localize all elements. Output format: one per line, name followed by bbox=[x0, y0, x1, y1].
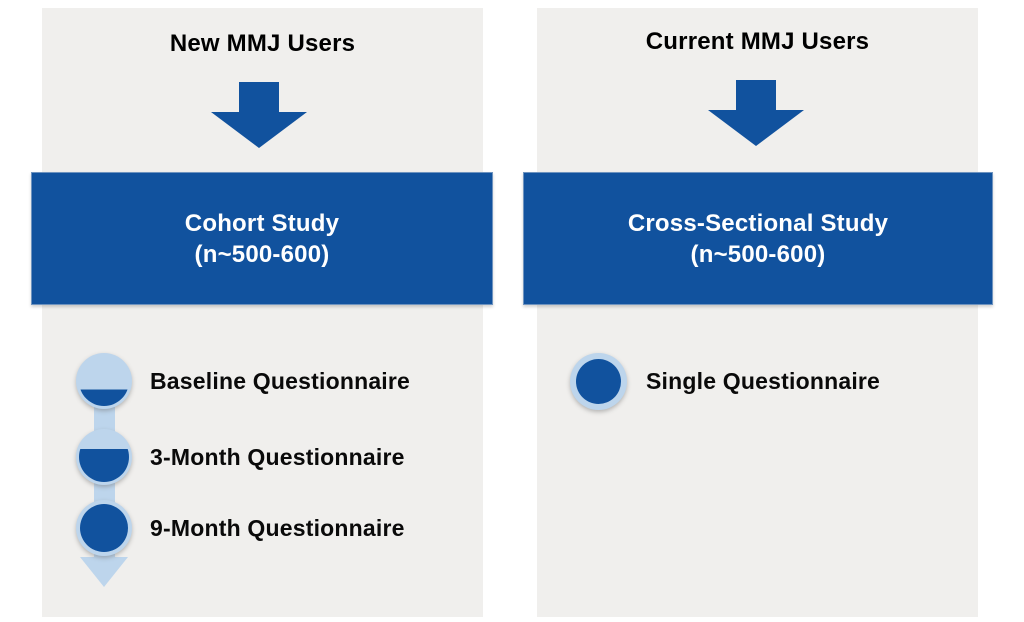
milestone-label-single: Single Questionnaire bbox=[646, 368, 881, 394]
milestone-fill-baseline bbox=[79, 356, 129, 406]
banner-sample-size: (n~500-600) bbox=[194, 240, 330, 268]
banner-cross-sectional-study: Cross-Sectional Study (n~500-600) bbox=[523, 172, 993, 305]
milestone-circle-single bbox=[570, 353, 627, 410]
milestone-label-baseline: Baseline Questionnaire bbox=[150, 368, 411, 394]
milestone-circle-baseline bbox=[76, 353, 132, 409]
column-header-current-users: Current MMJ Users bbox=[645, 28, 870, 55]
down-arrow-icon bbox=[708, 80, 804, 146]
column-header-new-users: New MMJ Users bbox=[169, 30, 356, 57]
milestone-circle-9-month bbox=[76, 500, 132, 556]
timeline-arrowhead-icon bbox=[80, 557, 128, 587]
banner-title: Cohort Study bbox=[184, 209, 340, 237]
milestone-fill-9-month bbox=[80, 504, 128, 552]
milestone-fill-single bbox=[576, 359, 621, 404]
milestone-label-9-month: 9-Month Questionnaire bbox=[150, 515, 405, 541]
milestone-label-3-month: 3-Month Questionnaire bbox=[150, 444, 405, 470]
banner-title: Cross-Sectional Study bbox=[627, 209, 889, 237]
banner-cohort-study: Cohort Study (n~500-600) bbox=[31, 172, 493, 305]
banner-sample-size: (n~500-600) bbox=[690, 240, 826, 268]
milestone-circle-3-month bbox=[76, 429, 132, 485]
down-arrow-icon bbox=[211, 82, 307, 148]
milestone-fill-3-month bbox=[79, 432, 129, 482]
